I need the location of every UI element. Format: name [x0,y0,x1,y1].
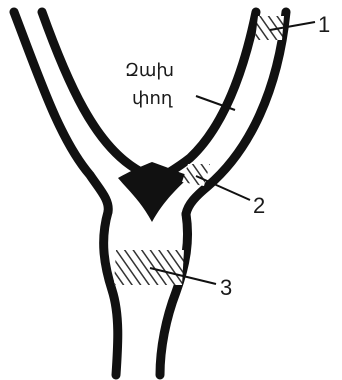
vessel-label-line2: փող [132,88,172,109]
marker-1: 1 [318,12,330,38]
left-outer-wall [14,12,108,212]
marker-2: 2 [253,193,265,219]
vessel-label-line1: Զախ [125,60,174,81]
trunk-left-wall [104,212,118,375]
hatched-zone-3 [114,250,184,285]
trunk-right-wall [160,214,188,375]
marker-3: 3 [220,275,232,301]
